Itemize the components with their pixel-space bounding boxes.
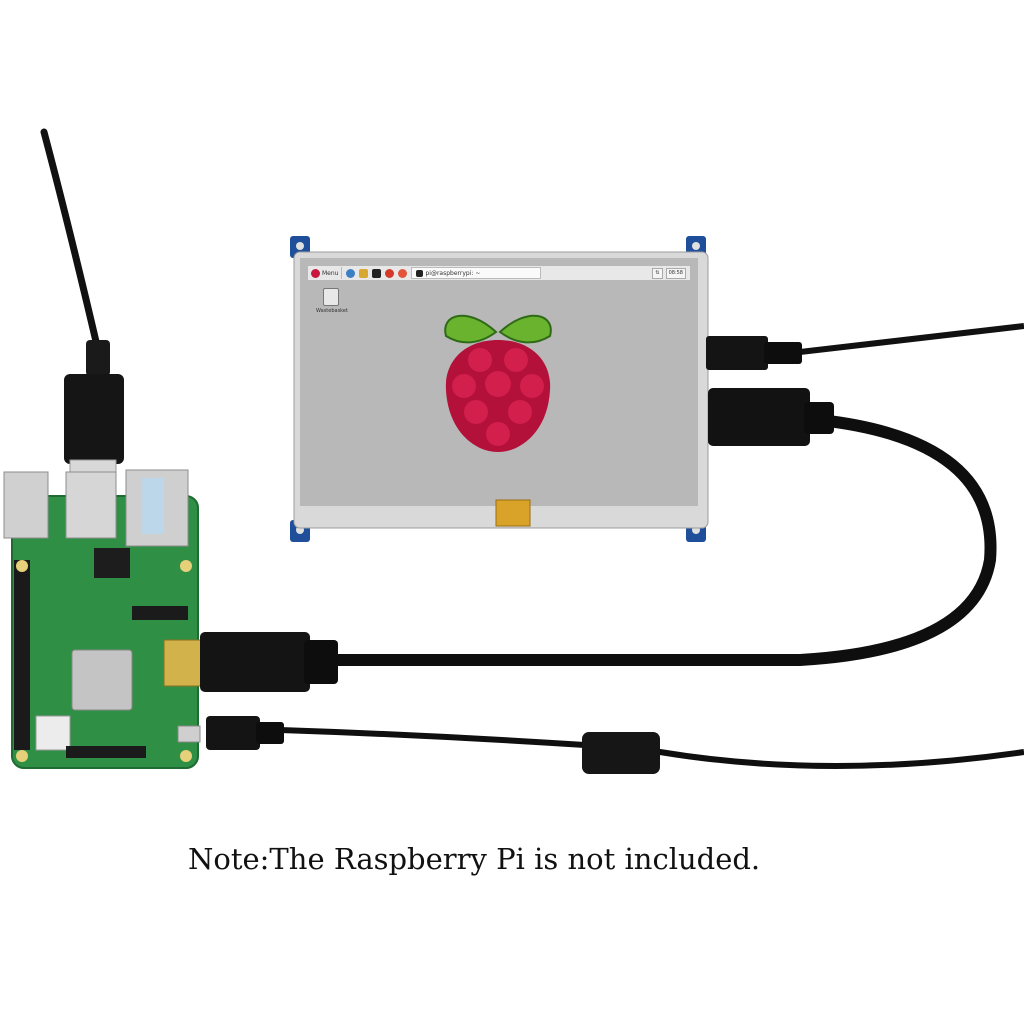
terminal-task-label: pi@raspberrypi: ~ bbox=[425, 269, 481, 277]
terminal-icon[interactable] bbox=[372, 268, 382, 278]
menu-label: Menu bbox=[322, 269, 339, 277]
raspberry-pi-board bbox=[3, 469, 203, 769]
touch-usb-cable bbox=[799, 323, 1024, 355]
network-icon[interactable]: ⇅ bbox=[652, 267, 663, 279]
raspberry-logo bbox=[444, 314, 552, 452]
trash-desktop-icon[interactable]: Wastebasket bbox=[316, 288, 348, 314]
mathematica-icon[interactable] bbox=[398, 268, 408, 278]
desktop-taskbar: Menu pi@raspberrypi: ~ ⇅ 08:58 bbox=[308, 266, 690, 281]
terminal-task[interactable]: pi@raspberrypi: ~ bbox=[411, 267, 542, 279]
power-plug-pi bbox=[206, 716, 284, 750]
usb-cable bbox=[40, 128, 102, 354]
browser-icon[interactable] bbox=[346, 268, 356, 278]
power-cable bbox=[279, 727, 1024, 769]
terminal-task-icon bbox=[416, 269, 424, 277]
clock: 08:58 bbox=[665, 267, 686, 279]
tray: ⇅ 08:58 bbox=[652, 267, 690, 279]
menu-button[interactable]: Menu bbox=[308, 267, 343, 279]
trash-label: Wastebasket bbox=[316, 308, 348, 314]
raspberry-menu-icon bbox=[311, 268, 320, 278]
file-manager-icon[interactable] bbox=[359, 268, 369, 278]
wolfram-icon[interactable] bbox=[385, 268, 395, 278]
ferrite-bead bbox=[582, 732, 660, 774]
trash-icon bbox=[323, 288, 339, 306]
hdmi-cable bbox=[324, 414, 997, 666]
lcd-screen: Menu pi@raspberrypi: ~ ⇅ 08:58 Wastebask… bbox=[308, 266, 690, 496]
caption-note: Note:The Raspberry Pi is not included. bbox=[188, 842, 761, 876]
hdmi-plug-pi bbox=[200, 632, 338, 692]
